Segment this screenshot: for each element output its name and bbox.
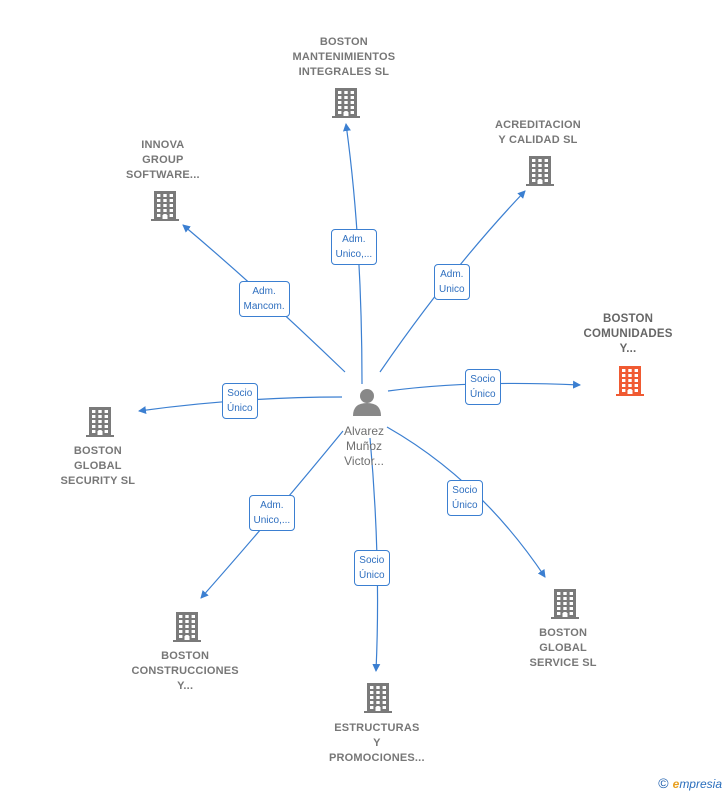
copyright-icon: ©	[658, 775, 669, 791]
building-icon	[526, 156, 554, 186]
building-icon	[364, 683, 392, 713]
company-boston-global-security-line: SECURITY SL	[60, 475, 136, 487]
relation-label-line: Único	[227, 403, 253, 414]
company-acreditacion-line: Y CALIDAD SL	[498, 134, 578, 146]
company-acreditacion[interactable]: ACREDITACION Y CALIDAD SL	[495, 118, 581, 148]
relation-label-line: Único	[470, 389, 496, 400]
company-estructuras-line: PROMOCIONES...	[329, 752, 425, 764]
company-boston-global-service-line: BOSTON	[539, 627, 588, 639]
person-name-line: Victor...	[344, 454, 384, 468]
company-innova-line: SOFTWARE...	[126, 169, 200, 181]
building-icon	[86, 407, 114, 437]
relation-label-line: Unico	[439, 284, 465, 295]
relation-label-line: Socio	[470, 374, 496, 385]
company-boston-construcciones-line: CONSTRUCCIONES	[131, 665, 239, 677]
company-innova-line: INNOVA	[141, 139, 185, 151]
person-icon	[353, 389, 381, 416]
building-icon	[332, 88, 360, 118]
building-icon	[173, 612, 201, 642]
company-estructuras[interactable]: ESTRUCTURAS Y PROMOCIONES...	[329, 721, 425, 766]
relation-label-line: Socio	[227, 388, 253, 399]
relation-label-line: Adm.	[252, 286, 276, 297]
company-boston-mantenimientos-line: INTEGRALES SL	[298, 66, 390, 78]
relation-label-boston-mantenimientos[interactable]: Adm. Unico,...	[330, 229, 378, 265]
brand-logo-letter: e	[672, 777, 680, 791]
company-innova-line: GROUP	[142, 154, 184, 166]
relation-label-line: Unico,...	[253, 515, 291, 526]
company-boston-global-security-line: GLOBAL	[74, 460, 122, 472]
relation-label-acreditacion[interactable]: Adm. Unico	[434, 264, 470, 300]
company-boston-global-service-line: GLOBAL	[539, 642, 587, 654]
company-boston-global-service[interactable]: BOSTON GLOBAL SERVICE SL	[530, 626, 597, 671]
company-boston-comunidades-line: BOSTON	[602, 313, 654, 325]
company-boston-mantenimientos-line: MANTENIMIENTOS	[292, 51, 396, 63]
relation-label-boston-construcciones[interactable]: Adm. Unico,...	[248, 495, 296, 531]
person-name-line: Muñoz	[345, 439, 383, 453]
company-estructuras-line: ESTRUCTURAS	[334, 722, 420, 734]
company-boston-global-service-line: SERVICE SL	[529, 657, 597, 669]
building-icon-highlighted	[616, 366, 644, 396]
company-innova[interactable]: INNOVA GROUP SOFTWARE...	[126, 138, 200, 183]
company-boston-construcciones-line: BOSTON	[161, 650, 210, 662]
relation-label-line: Mancom.	[243, 301, 285, 312]
building-icon	[551, 589, 579, 619]
company-boston-construcciones[interactable]: BOSTON CONSTRUCCIONES Y...	[132, 649, 239, 694]
relation-label-line: Adm.	[342, 234, 366, 245]
company-boston-comunidades-line: Y...	[619, 343, 637, 355]
relation-label-line: Único	[359, 570, 385, 581]
brand-name: mpresia	[679, 777, 722, 791]
relation-label-line: Adm.	[440, 269, 464, 280]
relation-label-line: Único	[452, 500, 478, 511]
company-boston-comunidades[interactable]: BOSTON COMUNIDADES Y...	[584, 312, 673, 357]
person-name-line: Alvarez	[344, 424, 385, 438]
company-boston-mantenimientos-line: BOSTON	[319, 36, 368, 48]
relation-label-line: Unico,...	[335, 249, 373, 260]
company-boston-global-security[interactable]: BOSTON GLOBAL SECURITY SL	[61, 444, 136, 489]
building-icon	[151, 191, 179, 221]
empresia-brand[interactable]: ©empresia	[658, 775, 722, 791]
relation-label-innova[interactable]: Adm. Mancom.	[238, 281, 290, 317]
relation-label-line: Socio	[359, 555, 385, 566]
company-boston-comunidades-line: COMUNIDADES	[583, 328, 673, 340]
relation-label-line: Adm.	[260, 500, 284, 511]
relation-label-line: Socio	[452, 485, 478, 496]
company-acreditacion-line: ACREDITACION	[495, 119, 581, 131]
company-estructuras-line: Y	[373, 737, 381, 749]
company-boston-mantenimientos[interactable]: BOSTON MANTENIMIENTOS INTEGRALES SL	[293, 35, 396, 80]
company-boston-construcciones-line: Y...	[177, 680, 194, 692]
company-boston-global-security-line: BOSTON	[73, 445, 122, 457]
